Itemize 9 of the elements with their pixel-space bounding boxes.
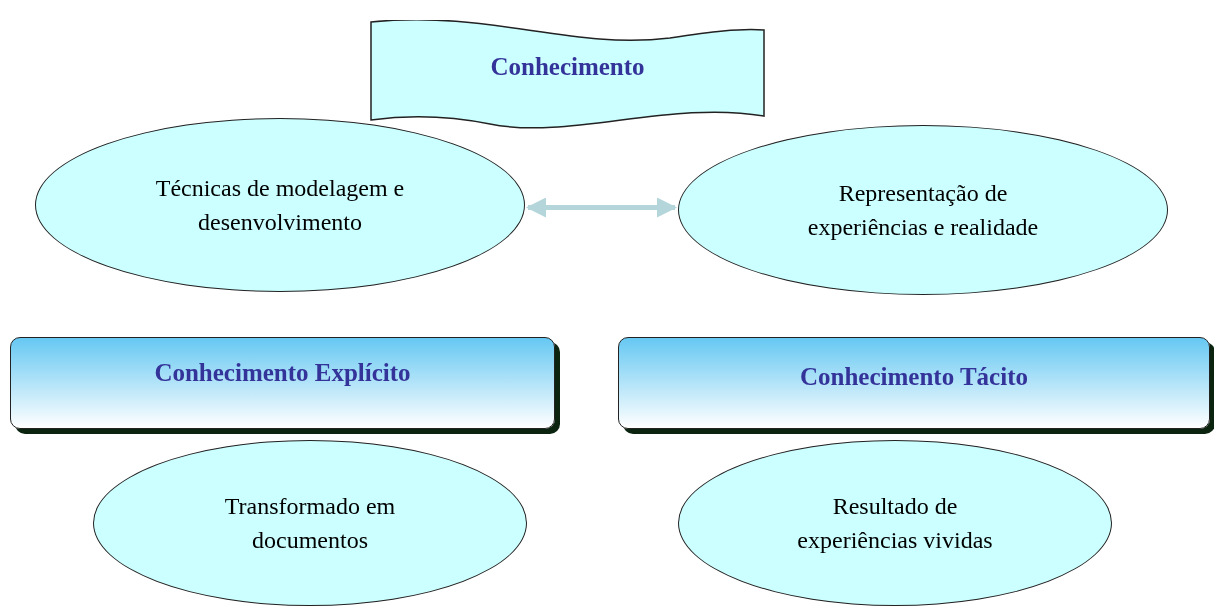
node-title: Conhecimento Explícito <box>154 359 411 387</box>
node-text: Transformado em documentos <box>223 492 397 555</box>
node-text: Representação de experiências e realidade <box>806 179 1040 242</box>
node-text: Técnicas de modelagem e desenvolvimento <box>154 174 406 237</box>
node-text: Resultado de experiências vividas <box>796 492 994 555</box>
double-arrow <box>526 197 677 218</box>
node-title: Conhecimento <box>490 53 645 81</box>
banner-shape <box>370 20 765 130</box>
node-title: Conhecimento Tácito <box>800 363 1028 391</box>
